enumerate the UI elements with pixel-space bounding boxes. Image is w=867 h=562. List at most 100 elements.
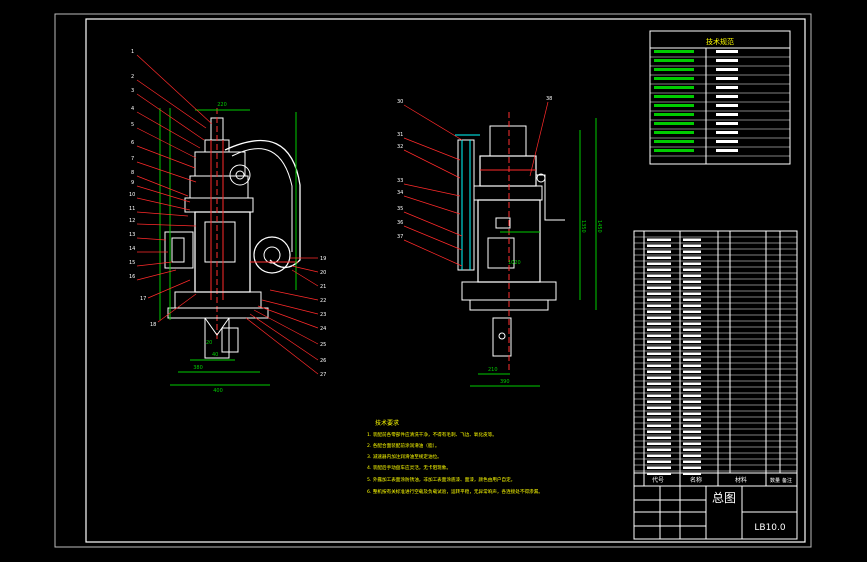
callout-25: 25	[320, 342, 326, 348]
parts-row-material-mark	[683, 394, 701, 397]
parts-rows	[634, 236, 797, 475]
parts-row-text-mark	[647, 274, 671, 277]
spec-row-text-mark	[654, 68, 694, 71]
parts-row-material-mark	[683, 460, 701, 463]
callout-37: 37	[397, 234, 403, 240]
callout-10: 10	[129, 192, 135, 198]
spec-row-value-mark	[716, 59, 738, 62]
parts-list	[633, 230, 798, 475]
parts-row-material-mark	[683, 364, 701, 367]
parts-row-text-mark	[647, 412, 671, 415]
parts-row-material-mark	[683, 328, 701, 331]
parts-row-material-mark	[683, 448, 701, 451]
parts-row-material-mark	[683, 256, 701, 259]
parts-row-text-mark	[647, 400, 671, 403]
spec-row-value-mark	[716, 104, 738, 107]
parts-row-material-mark	[683, 400, 701, 403]
callout-24: 24	[320, 326, 326, 332]
callout-6: 6	[131, 140, 134, 146]
parts-row-text-mark	[647, 268, 671, 271]
dim-1450: 1450	[596, 220, 602, 233]
note-2: 2. 各配合面装配前涂润滑油（脂）。	[367, 442, 439, 449]
spec-row-text-mark	[654, 86, 694, 89]
parts-row-text-mark	[647, 244, 671, 247]
parts-row-text-mark	[647, 430, 671, 433]
notes-heading: 技术要求	[375, 419, 399, 427]
parts-row-material-mark	[683, 424, 701, 427]
parts-row-material-mark	[683, 304, 701, 307]
parts-row-text-mark	[647, 418, 671, 421]
callout-8: 8	[131, 170, 134, 176]
parts-row-text-mark	[647, 436, 671, 439]
tech-spec-title: 技术规范	[706, 37, 734, 46]
callout-19: 19	[320, 256, 326, 262]
parts-row-material-mark	[683, 322, 701, 325]
callout-4: 4	[131, 106, 134, 112]
sheet-outer-frame	[54, 13, 812, 548]
callout-21: 21	[320, 284, 326, 290]
parts-row-text-mark	[647, 460, 671, 463]
callout-22: 22	[320, 298, 326, 304]
note-6: 6. 整机按有关标准进行空载及负载试验，运转平稳，无异常响声，各连接处不得渗漏。	[367, 488, 543, 495]
note-1: 1. 装配前各零部件应清洗干净，不得有毛刺、飞边、氧化皮等。	[367, 431, 497, 438]
callout-18: 18	[150, 322, 156, 328]
title-block: 代号 名称 材料 数量 备注 总图 LB10.0	[633, 472, 798, 540]
spec-row-text-mark	[654, 131, 694, 134]
spec-row-value-mark	[716, 95, 738, 98]
title-main: 总图	[712, 491, 736, 505]
dim-1350: 1350	[580, 220, 586, 233]
right-callout-numbers: 30 31 32 33 34 35 36 37 38	[397, 96, 552, 240]
spec-row-text-mark	[654, 122, 694, 125]
spec-row-value-mark	[716, 86, 738, 89]
parts-row-text-mark	[647, 424, 671, 427]
spec-row-value-mark	[716, 113, 738, 116]
parts-row-text-mark	[647, 382, 671, 385]
note-4: 4. 装配后手动盘车应灵活，无卡阻现象。	[367, 464, 451, 471]
dim-1020: 1020	[508, 260, 521, 266]
callout-7: 7	[131, 156, 134, 162]
parts-row-text-mark	[647, 454, 671, 457]
callout-17: 17	[140, 296, 146, 302]
dim-400: 400	[213, 388, 223, 394]
spec-row-text-mark	[654, 59, 694, 62]
parts-row-text-mark	[647, 334, 671, 337]
parts-row-material-mark	[683, 358, 701, 361]
parts-row-text-mark	[647, 346, 671, 349]
dim-20: 20	[206, 340, 212, 346]
parts-row-text-mark	[647, 466, 671, 469]
parts-row-text-mark	[647, 304, 671, 307]
parts-row-text-mark	[647, 340, 671, 343]
parts-row-material-mark	[683, 334, 701, 337]
header-code: 代号	[652, 476, 664, 484]
spec-row-text-mark	[654, 77, 694, 80]
parts-row-material-mark	[683, 316, 701, 319]
callout-15: 15	[129, 260, 135, 266]
parts-row-material-mark	[683, 466, 701, 469]
callout-36: 36	[397, 220, 403, 226]
parts-row-material-mark	[683, 274, 701, 277]
parts-row-text-mark	[647, 358, 671, 361]
parts-row-material-mark	[683, 352, 701, 355]
callout-12: 12	[129, 218, 135, 224]
callout-14: 14	[129, 246, 135, 252]
dim-40: 40	[212, 352, 218, 358]
callout-1: 1	[131, 49, 134, 55]
parts-row-text-mark	[647, 256, 671, 259]
right-leaders	[403, 101, 549, 267]
header-note: 备注	[782, 477, 792, 484]
dim-390: 390	[500, 379, 510, 385]
parts-row-text-mark	[647, 280, 671, 283]
parts-row-material-mark	[683, 388, 701, 391]
spec-row-value-mark	[716, 140, 738, 143]
callout-20: 20	[320, 270, 326, 276]
left-leaders	[136, 54, 319, 375]
parts-row-text-mark	[647, 328, 671, 331]
note-3: 3. 减速器内加注润滑油至规定油位。	[367, 453, 442, 460]
parts-row-text-mark	[647, 250, 671, 253]
callout-35: 35	[397, 206, 403, 212]
callout-38: 38	[546, 96, 552, 102]
callout-5: 5	[131, 122, 134, 128]
callout-32: 32	[397, 144, 403, 150]
spec-row-value-mark	[716, 77, 738, 80]
spec-row-text-mark	[654, 95, 694, 98]
